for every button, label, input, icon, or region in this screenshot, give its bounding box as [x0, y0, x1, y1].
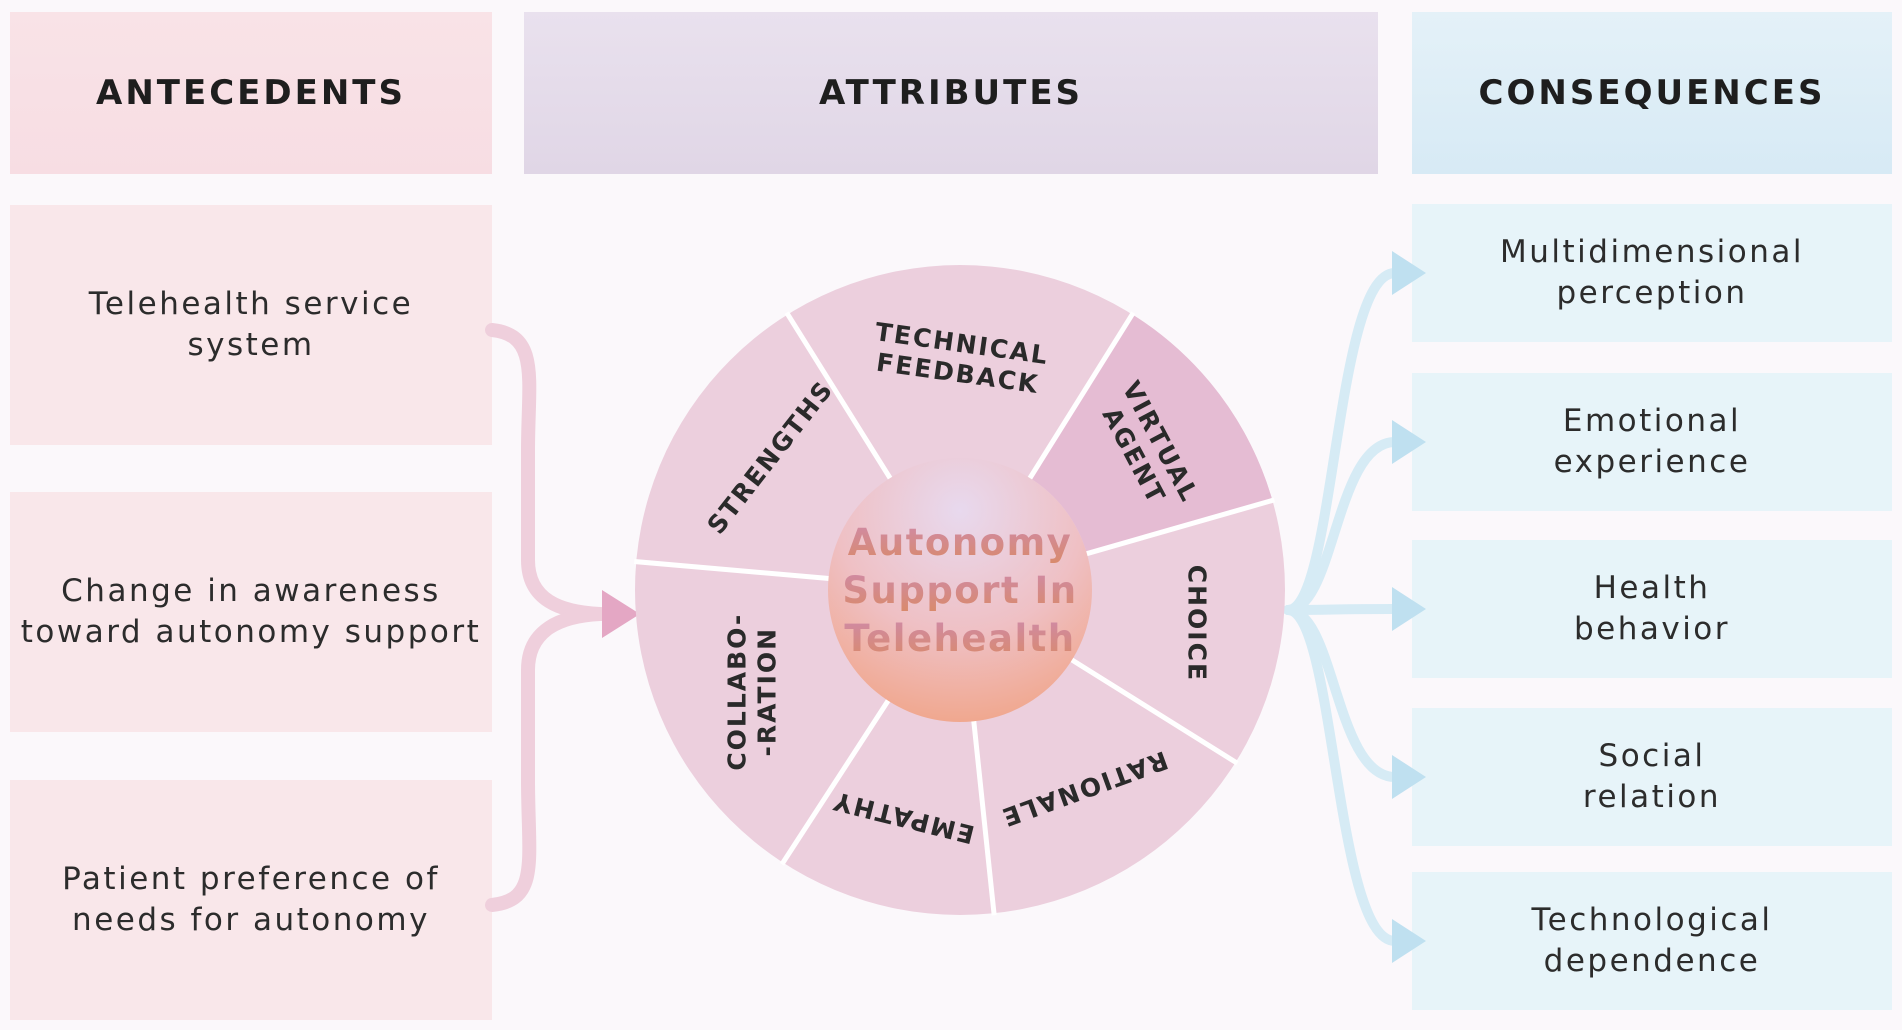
consequence-box: Social relation	[1412, 708, 1892, 846]
segment-divider	[1026, 311, 1136, 482]
center-label-line1: Autonomy	[848, 521, 1073, 564]
segment-divider	[971, 719, 997, 916]
consequence-connector	[1283, 437, 1400, 615]
segment-divider	[784, 311, 894, 482]
segment-divider	[634, 559, 831, 582]
consequence-box: Emotional experience	[1412, 373, 1892, 511]
consequence-connector	[1283, 604, 1400, 615]
consequence-text: Social relation	[1582, 738, 1722, 815]
segment-divider	[1068, 656, 1239, 766]
antecedent-box: Telehealth service system	[10, 205, 492, 445]
consequence-text: Emotional experience	[1553, 403, 1751, 480]
arrow-head-icon	[1392, 420, 1426, 464]
arrow-head-icon	[1392, 919, 1426, 963]
connector-curve-bottom	[485, 607, 607, 912]
antecedent-box: Change in awareness toward autonomy supp…	[10, 492, 492, 732]
connector-curve-top	[485, 323, 607, 621]
segment-divider	[779, 697, 892, 866]
attribute-label-line: COLLABO-	[722, 613, 751, 771]
center-circle	[828, 458, 1092, 722]
antecedent-text: Patient preference of needs for autonomy	[62, 861, 440, 938]
arrow-head-icon	[1392, 587, 1426, 631]
consequence-connector	[1283, 268, 1400, 615]
consequence-box: Health behavior	[1412, 540, 1892, 678]
consequence-text: Health behavior	[1573, 570, 1731, 647]
antecedent-box: Patient preference of needs for autonomy	[10, 780, 492, 1020]
antecedents-header: ANTECEDENTS	[10, 12, 492, 174]
center-label-line2: Support In	[842, 569, 1077, 612]
attribute-label-line: -RATION	[752, 627, 781, 757]
consequence-connectors	[1283, 268, 1400, 946]
center-label-line3: Telehealth	[844, 617, 1075, 660]
arrow-head-icon	[602, 590, 640, 638]
segment-highlight	[1029, 314, 1273, 554]
arrow-head-icon	[1392, 755, 1426, 799]
attributes-header: ATTRIBUTES	[524, 12, 1378, 174]
consequences-header: CONSEQUENCES	[1412, 12, 1892, 174]
consequence-arrow-heads	[1392, 251, 1426, 963]
antecedent-connectors	[485, 323, 617, 912]
consequence-text: Technological dependence	[1531, 902, 1773, 979]
attribute-label-line: CHOICE	[1183, 565, 1212, 682]
consequence-connector	[1283, 605, 1400, 946]
consequence-box: Technological dependence	[1412, 872, 1892, 1010]
arrow-head-icon	[1392, 251, 1426, 295]
attribute-segment-label: CHOICE	[1183, 565, 1212, 682]
consequence-box: Multidimensional perception	[1412, 204, 1892, 342]
attribute-segment-label: COLLABO--RATION	[722, 613, 781, 771]
segment-divider	[1084, 497, 1276, 557]
consequence-text: Multidimensional perception	[1500, 234, 1804, 311]
antecedent-text: Telehealth service system	[88, 286, 414, 363]
antecedent-text: Change in awareness toward autonomy supp…	[20, 573, 482, 650]
